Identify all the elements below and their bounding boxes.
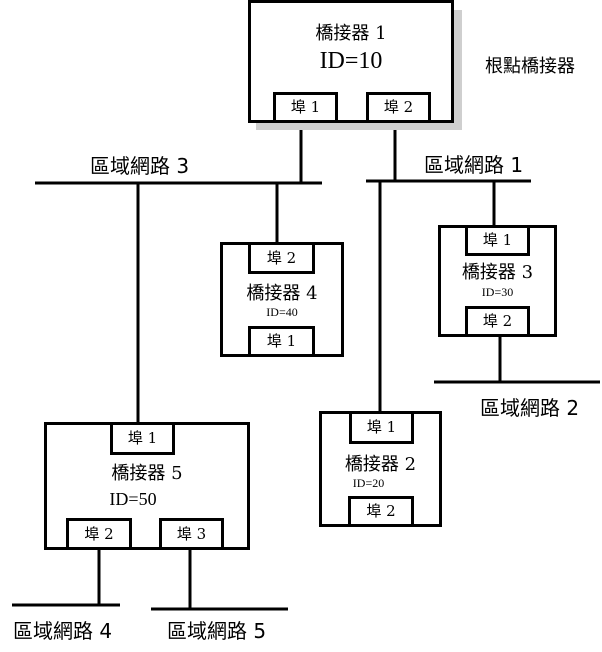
bridge4-name: 橋接器 4	[246, 283, 318, 304]
bridge5-port2: 埠 2	[66, 518, 132, 550]
bridge1-port2: 埠 2	[366, 92, 431, 123]
bridge1-id: ID=10	[319, 48, 383, 74]
bridge5-port3: 埠 3	[159, 518, 224, 550]
lan5-label: 區域網路 5	[167, 619, 267, 643]
lan2-label: 區域網路 2	[480, 396, 580, 420]
bridge3-name: 橋接器 3	[461, 262, 534, 283]
bridge2-name: 橋接器 2	[344, 454, 417, 475]
lan3-label: 區域網路 3	[90, 154, 190, 178]
bridge5-id: ID=50	[109, 489, 157, 509]
bridge4-port2: 埠 2	[248, 242, 315, 274]
bridge4-id: ID=40	[266, 305, 298, 319]
bridge3-port1: 埠 1	[465, 225, 530, 256]
bridge2-id: ID=20	[352, 476, 385, 490]
root-bridge-label: 根點橋接器	[485, 56, 575, 77]
bridge5-name: 橋接器 5	[111, 463, 183, 484]
bridge1-name: 橋接器 1	[315, 23, 387, 44]
lan1-label: 區域網路 1	[424, 153, 524, 177]
bridge1-port1: 埠 1	[273, 92, 338, 123]
bridge3-id: ID=30	[481, 285, 514, 299]
bridge5-port1: 埠 1	[110, 422, 175, 455]
bridge2-port1: 埠 1	[349, 411, 414, 444]
bridge3-port2: 埠 2	[465, 306, 530, 337]
lan4-label: 區域網路 4	[13, 619, 113, 643]
bridge2-port2: 埠 2	[348, 496, 414, 527]
bridge4-port1: 埠 1	[248, 326, 315, 357]
